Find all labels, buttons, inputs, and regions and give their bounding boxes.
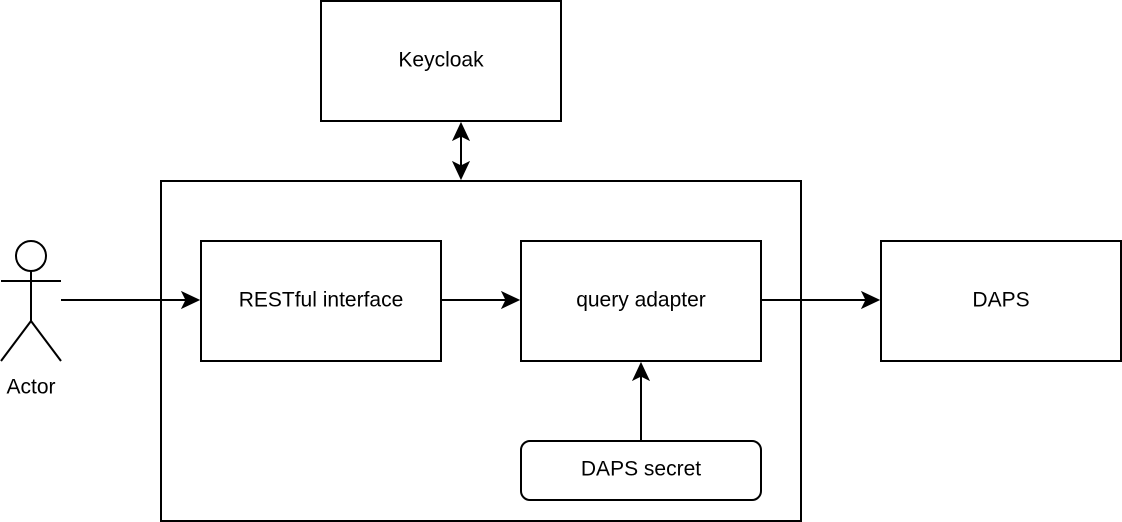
edge-keycloak-to-system-arrowhead-up (451, 121, 471, 142)
daps-label: DAPS (972, 289, 1029, 312)
edge-keycloak-to-system-arrowhead-down (451, 160, 471, 181)
edge-restful-to-query-adapter-arrowhead (500, 290, 521, 310)
query-adapter-box (520, 240, 762, 362)
restful-interface-node[interactable]: RESTful interface (200, 240, 442, 362)
edge-keycloak-to-system (451, 121, 471, 181)
edge-restful-to-query-adapter (441, 290, 521, 310)
edge-query-adapter-to-daps-arrowhead (860, 290, 881, 310)
edge-daps-secret-to-query-adapter (631, 361, 651, 441)
restful-interface-label: RESTful interface (239, 289, 404, 312)
edge-actor-to-restful (61, 290, 201, 310)
keycloak-label: Keycloak (398, 49, 484, 72)
daps-box (880, 240, 1122, 362)
daps-node[interactable]: DAPS (880, 240, 1122, 362)
keycloak-node[interactable]: Keycloak (320, 0, 562, 122)
actor-right-leg (30, 320, 62, 362)
edge-query-adapter-to-daps (761, 290, 881, 310)
edge-actor-to-restful-arrowhead (180, 290, 201, 310)
query-adapter-label: query adapter (576, 289, 706, 312)
actor-label: Actor (6, 376, 55, 399)
actor-head (15, 240, 47, 272)
query-adapter-node[interactable]: query adapter (520, 240, 762, 362)
keycloak-box (320, 0, 562, 122)
daps-secret-node[interactable]: DAPS secret (520, 440, 762, 501)
actor-left-leg (0, 320, 32, 362)
edge-daps-secret-to-query-adapter-arrowhead (631, 361, 651, 382)
actor-node[interactable]: Actor (0, 240, 62, 399)
restful-interface-box (200, 240, 442, 362)
daps-secret-label: DAPS secret (581, 458, 701, 481)
